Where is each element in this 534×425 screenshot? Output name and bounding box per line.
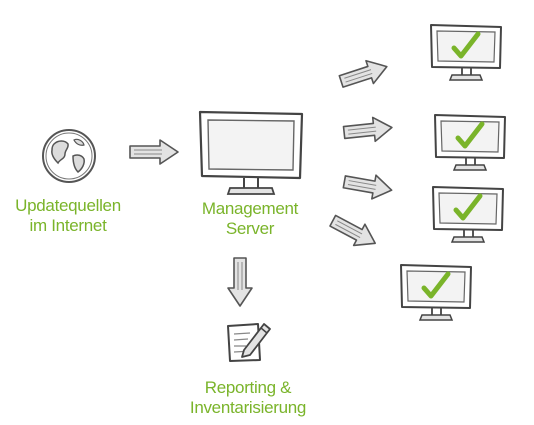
reporting-label-line2: Inventarisierung bbox=[189, 398, 307, 417]
internet-label-line2: im Internet bbox=[29, 216, 107, 235]
arrow-server-to-client-2 bbox=[342, 116, 393, 143]
reporting-label: Reporting & Inventarisierung bbox=[166, 378, 330, 418]
arrow-server-to-client-3 bbox=[342, 174, 393, 200]
check-icon bbox=[451, 31, 481, 59]
check-icon bbox=[453, 193, 483, 221]
check-icon bbox=[421, 271, 451, 299]
server-label-line1: Management bbox=[201, 199, 299, 218]
monitor-icon bbox=[198, 110, 304, 195]
arrow-server-to-client-4 bbox=[329, 214, 376, 247]
internet-label-line1: Updatequellen bbox=[15, 196, 121, 215]
arrow-server-to-client-1 bbox=[338, 59, 388, 88]
client-monitor-3 bbox=[432, 186, 504, 243]
internet-label: Updatequellen im Internet bbox=[0, 196, 136, 236]
client-monitor-1 bbox=[430, 24, 502, 81]
client-monitor-2 bbox=[434, 114, 506, 171]
client-monitor-4 bbox=[400, 264, 472, 321]
arrow-internet-to-server bbox=[129, 139, 179, 165]
reporting-label-line1: Reporting & bbox=[204, 378, 292, 397]
globe-icon bbox=[42, 129, 96, 183]
arrow-server-to-reporting bbox=[227, 257, 253, 307]
edit-document-icon bbox=[227, 323, 271, 362]
check-icon bbox=[455, 121, 485, 149]
server-label: Management Server bbox=[180, 199, 320, 239]
server-label-line2: Server bbox=[225, 219, 275, 238]
